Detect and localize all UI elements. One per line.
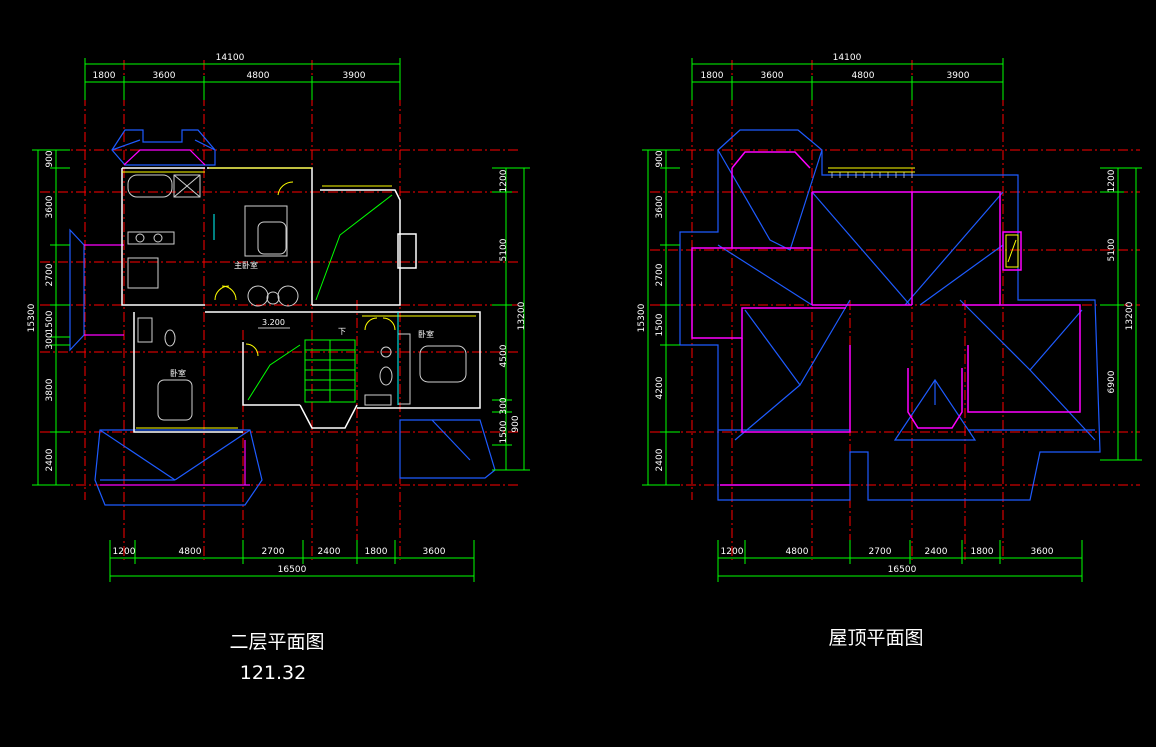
floor-level-mark: 3.200 (262, 318, 285, 327)
doors-windows (122, 167, 476, 429)
right-dim-5: 1500 (499, 420, 509, 443)
roof-plan: 14100 1800 3600 4800 3900 1200 4800 2700… (637, 53, 1142, 649)
room-label-master-bedroom: 主卧室 (234, 260, 258, 270)
roof-right-dim-2: 5100 (1107, 238, 1117, 261)
room-label-bedroom-1: 卧室 (170, 368, 186, 378)
eave-lines (84, 149, 250, 486)
roof-right-total-dim: 13200 (1125, 301, 1135, 330)
stair-void-lines (247, 194, 393, 403)
right-dim-4: 300 (499, 397, 509, 414)
plan-title-second-floor: 二层平面图 (229, 631, 324, 653)
top-dim-4: 3900 (343, 71, 366, 81)
roof-dimension-ticks (642, 58, 1142, 582)
roof-left-dim-1: 900 (655, 150, 665, 167)
roof-right-dim-1: 1200 (1107, 169, 1117, 192)
roof-top-dim-4: 3900 (947, 71, 970, 81)
dimension-lines (37, 63, 525, 577)
roof-top-total-dim: 14100 (833, 53, 862, 63)
roof-bottom-dim-6: 3600 (1031, 547, 1054, 557)
top-dim-1: 1800 (93, 71, 116, 81)
roof-ridges (679, 129, 1101, 501)
roof-bottom-dim-3: 2700 (869, 547, 892, 557)
left-dim-4: 1500 (45, 310, 55, 333)
roof-left-dim-2: 3600 (655, 195, 665, 218)
right-dim-2: 5100 (499, 238, 509, 261)
bottom-dim-2: 4800 (179, 547, 202, 557)
bottom-dim-1: 1200 (113, 547, 136, 557)
roof-bottom-dim-2: 4800 (786, 547, 809, 557)
bottom-total-dim: 16500 (278, 565, 307, 575)
second-floor-plan: 主卧室 卧室 卧室 3.200 下 (27, 53, 530, 684)
left-dim-7: 2400 (45, 448, 55, 471)
left-dim-6: 3800 (45, 378, 55, 401)
roof-left-dim-3: 2700 (655, 263, 665, 286)
roof-bottom-dim-5: 1800 (971, 547, 994, 557)
roof-top-dim-3: 4800 (852, 71, 875, 81)
left-total-dim: 15300 (27, 303, 37, 332)
right-total-dim: 13200 (517, 301, 527, 330)
walls (121, 167, 481, 433)
roof-bottom-total-dim: 16500 (888, 565, 917, 575)
roof-top-dim-2: 3600 (761, 71, 784, 81)
bottom-dim-4: 2400 (318, 547, 341, 557)
cyan-details (213, 214, 399, 405)
top-total-dim: 14100 (216, 53, 245, 63)
roof-yellow-details (828, 167, 1019, 268)
roof-eaves (691, 151, 1081, 486)
left-dim-1: 900 (45, 150, 55, 167)
plan-title-roof: 屋顶平面图 (828, 627, 923, 649)
roof-top-dim-1: 1800 (701, 71, 724, 81)
left-dim-5: 300 (45, 332, 55, 349)
right-dim-6: 900 (511, 415, 521, 432)
right-dim-3: 4500 (499, 344, 509, 367)
left-dim-2: 3600 (45, 195, 55, 218)
room-label-bedroom-2: 卧室 (418, 329, 434, 339)
roof-left-total-dim: 15300 (637, 303, 647, 332)
roof-right-dim-3: 6900 (1107, 370, 1117, 393)
roof-bottom-dim-1: 1200 (721, 547, 744, 557)
roof-left-dim-4: 1500 (655, 313, 665, 336)
roof-dimension-lines (647, 63, 1137, 577)
right-dim-1: 1200 (499, 169, 509, 192)
bottom-dim-6: 3600 (423, 547, 446, 557)
roof-bottom-dim-4: 2400 (925, 547, 948, 557)
roof-left-dim-5: 4200 (655, 376, 665, 399)
dimension-ticks (32, 58, 530, 582)
stair-down-mark: 下 (338, 327, 346, 336)
plan-area: 121.32 (240, 662, 306, 684)
top-dim-3: 4800 (247, 71, 270, 81)
roof-left-dim-6: 2400 (655, 448, 665, 471)
bottom-dim-5: 1800 (365, 547, 388, 557)
left-dim-3: 2700 (45, 263, 55, 286)
top-dim-2: 3600 (153, 71, 176, 81)
roof-parapet-hatch (831, 172, 913, 178)
bottom-dim-3: 2700 (262, 547, 285, 557)
furniture (127, 174, 467, 421)
